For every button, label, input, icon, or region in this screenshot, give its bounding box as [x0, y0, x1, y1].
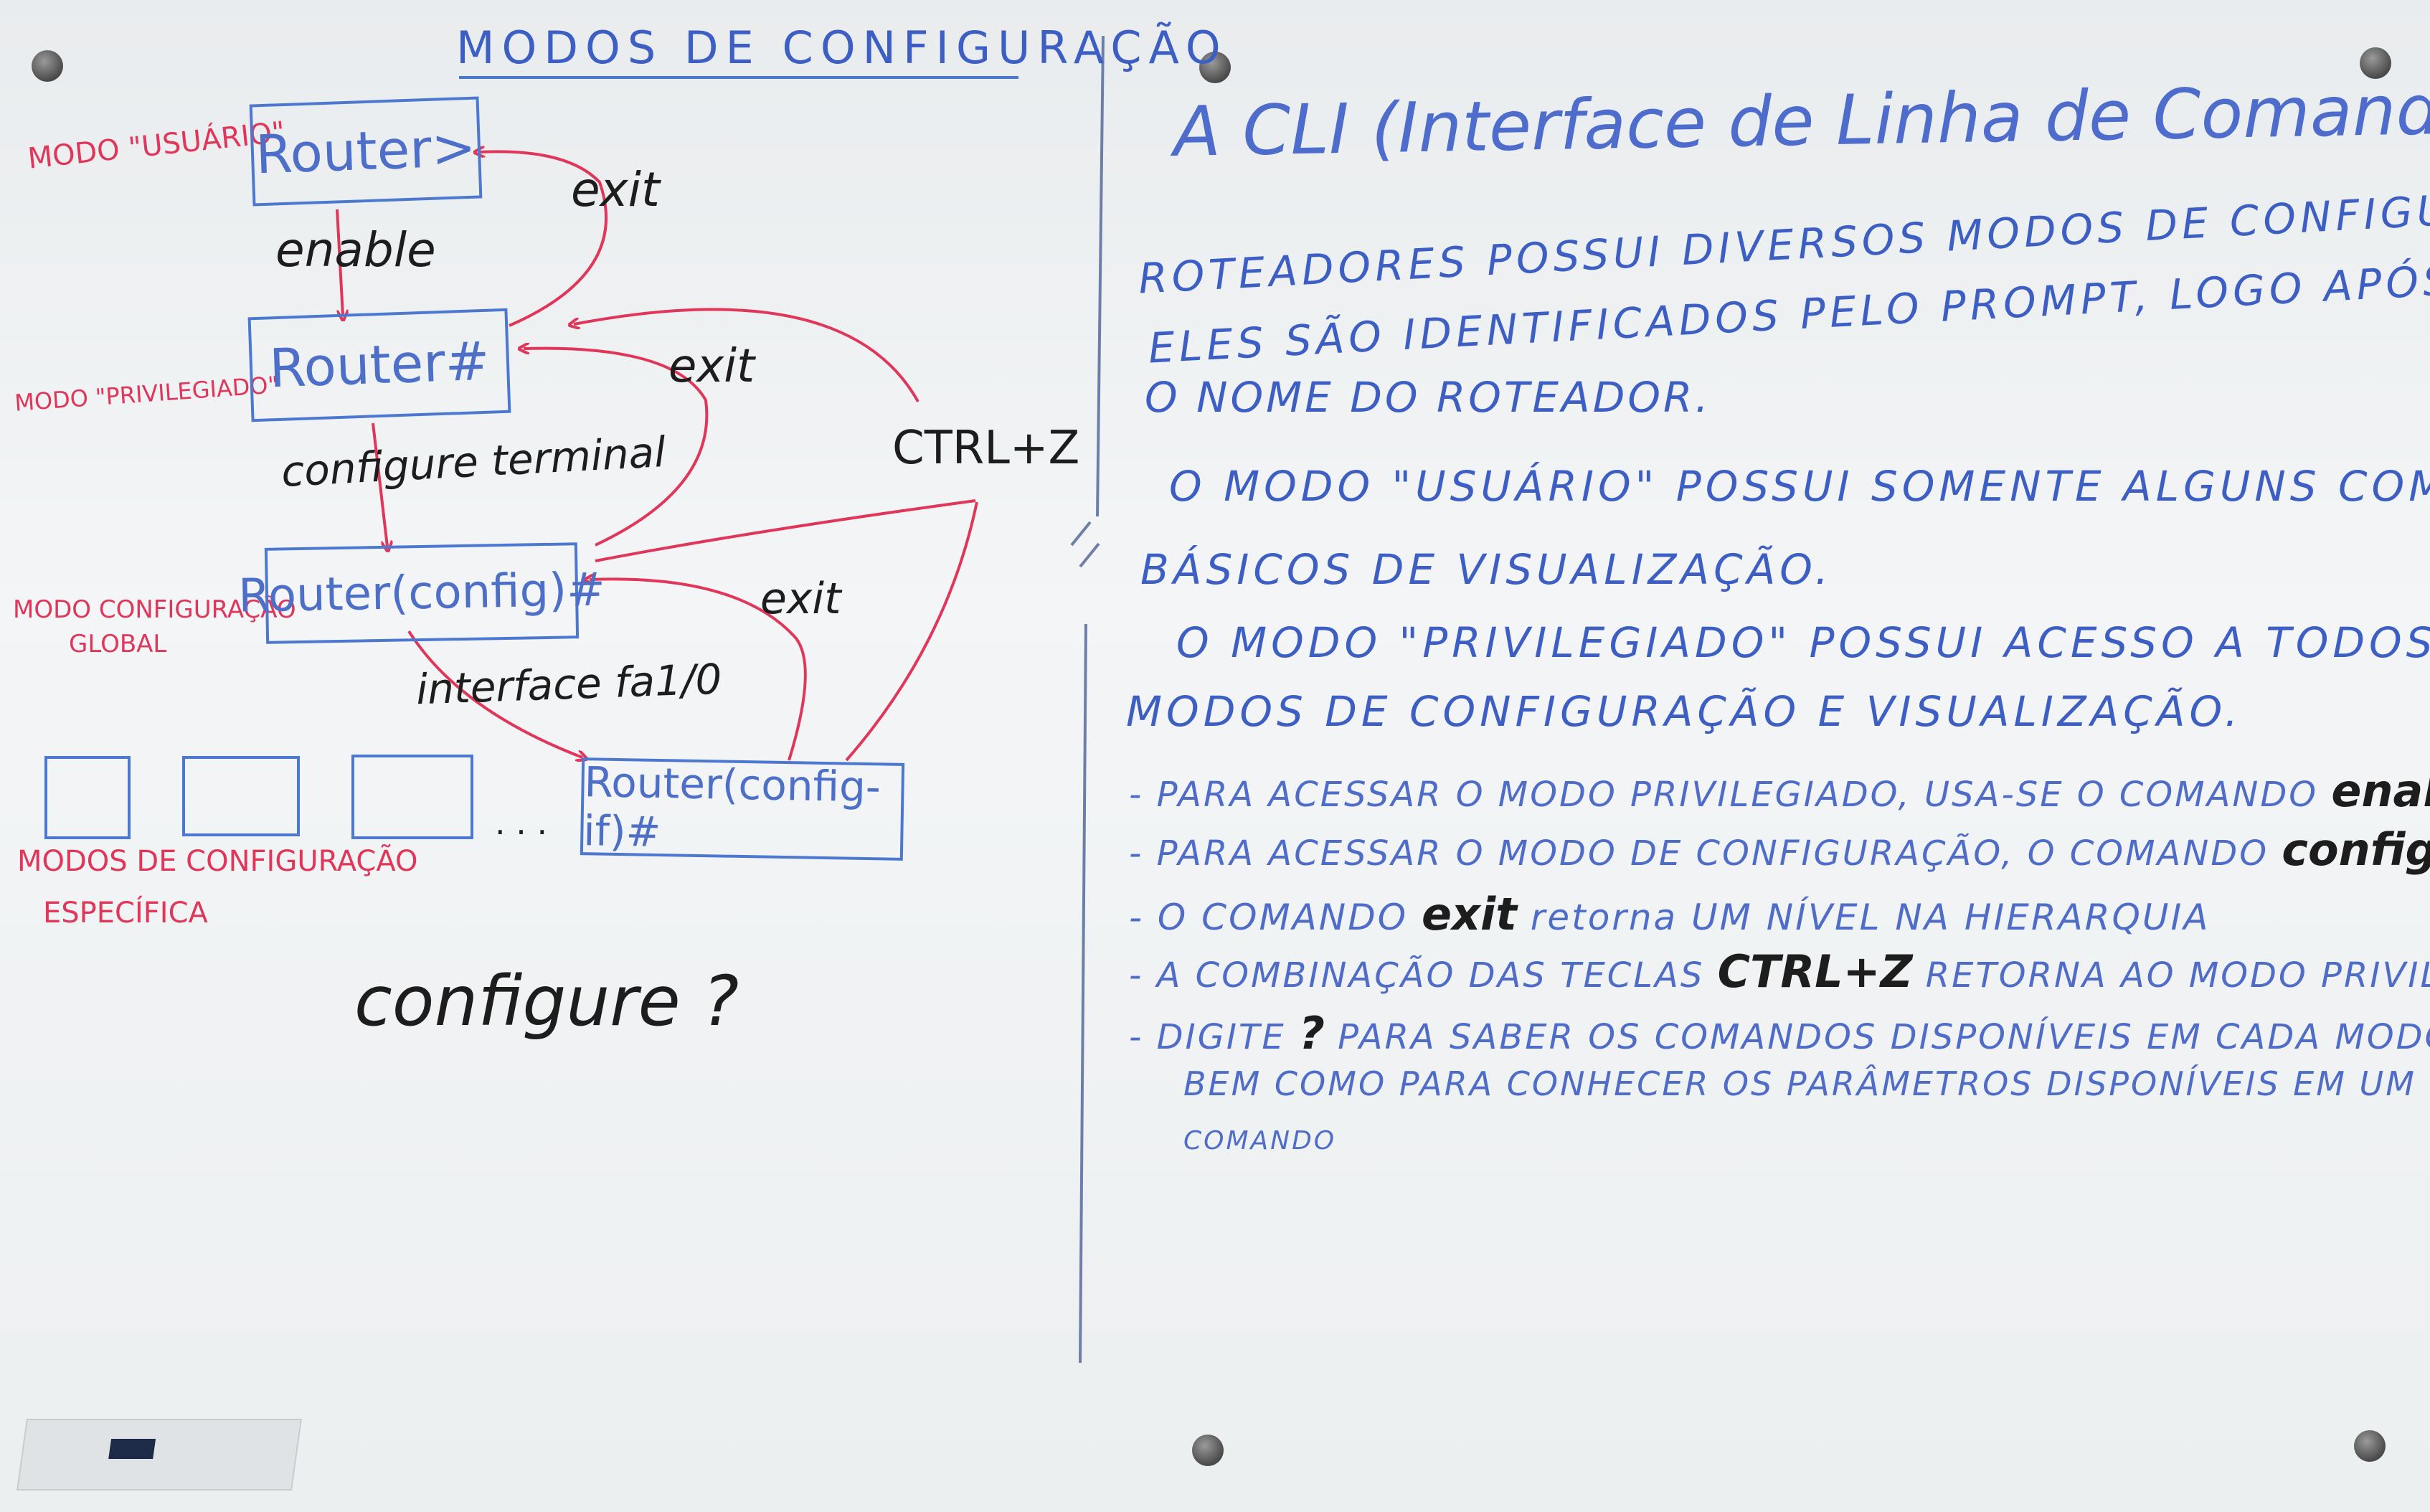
prompt-box-interface: Router(config-if)# — [580, 757, 905, 861]
arrow-exit-3 — [590, 579, 807, 761]
prompt-box-user: Router> — [249, 96, 483, 207]
bullet-5-command: ? — [1298, 1007, 1325, 1059]
label-specific-mode-line1: MODOS DE CONFIGURAÇÃO — [17, 845, 418, 878]
specific-mode-box-2 — [182, 756, 300, 836]
paragraph-3-line-1: O MODO "PRIVILEGIADO" POSSUI ACESSO A TO… — [1176, 618, 2430, 667]
bullet-4-post: RETORNA AO MODO PRIVILEGIADO — [1925, 955, 2430, 996]
magnet-top-left — [32, 50, 63, 82]
bullet-5-continuation-2: COMANDO — [1183, 1126, 1337, 1156]
arrow-exit-2 — [524, 349, 709, 547]
arrow-enable — [336, 209, 343, 316]
arrow-ctrlz-main — [574, 308, 919, 402]
bullet-3-post: retorna UM NÍVEL NA HIERARQUIA — [1516, 897, 2211, 938]
specific-mode-box-3 — [351, 755, 473, 839]
prompt-box-privileged: Router# — [247, 308, 511, 422]
bullet-1-command: enable — [2331, 765, 2430, 817]
magnet-bottom-middle — [1192, 1435, 1224, 1466]
magnet-top-right — [2360, 47, 2391, 79]
bullet-5-continuation-1: BEM COMO PARA CONHECER OS PARÂMETROS DIS… — [1183, 1064, 2416, 1103]
bullet-item-3: - O COMANDO exit retorna UM NÍVEL NA HIE… — [1129, 888, 2210, 940]
label-global-mode-line1: MODO CONFIGURAÇÃO — [13, 595, 296, 624]
specific-mode-box-1 — [44, 756, 131, 839]
bullet-3-command: exit — [1421, 888, 1517, 940]
arrow-configure — [372, 422, 387, 547]
board-divider-lower — [1079, 623, 1087, 1364]
bullet-item-4: - A COMBINAÇÃO DAS TECLAS CTRL+Z RETORNA… — [1129, 945, 2430, 998]
diagram-title: MODOS DE CONFIGURAÇÃO — [456, 22, 1228, 74]
bullet-5-text: - DIGITE — [1129, 1017, 1299, 1057]
arrow-ctrlz-from-if — [845, 501, 978, 762]
paragraph-2-line-2: BÁSICOS DE VISUALIZAÇÃO. — [1140, 545, 1833, 594]
command-exit-2: exit — [668, 340, 755, 393]
command-exit-3: exit — [760, 574, 841, 624]
bullet-2-text: - PARA ACESSAR O MODO DE CONFIGURAÇÃO, O… — [1129, 833, 2282, 874]
help-example: configure ? — [354, 961, 739, 1041]
bullet-4-text: - A COMBINAÇÃO DAS TECLAS — [1129, 955, 1718, 996]
prompt-box-global: Router(config)# — [238, 542, 605, 644]
magnet-top-middle — [1199, 52, 1231, 83]
bullet-item-1: - PARA ACESSAR O MODO PRIVILEGIADO, USA-… — [1129, 765, 2430, 817]
bullet-2-command: configure terminal — [2282, 823, 2430, 876]
arrow-exit-1 — [479, 151, 608, 327]
paragraph-3-line-2: MODOS DE CONFIGURAÇÃO E VISUALIZAÇÃO. — [1126, 687, 2243, 736]
bullet-5-post: PARA SABER OS COMANDOS DISPONÍVEIS EM CA… — [1324, 1017, 2430, 1057]
board-divider — [1096, 35, 1105, 517]
bullet-item-2: - PARA ACESSAR O MODO DE CONFIGURAÇÃO, O… — [1129, 823, 2430, 876]
bullet-3-text: - O COMANDO — [1129, 897, 1422, 938]
command-enable: enable — [275, 222, 436, 278]
bullet-item-5: - DIGITE ? PARA SABER OS COMANDOS DISPON… — [1129, 1007, 2430, 1059]
arrow-ctrlz-from-global — [595, 499, 976, 562]
bullet-1-text: - PARA ACESSAR O MODO PRIVILEGIADO, USA-… — [1129, 775, 2332, 815]
paragraph-1-line-3: O NOME DO ROTEADOR. — [1145, 373, 1711, 422]
label-global-mode-line2: GLOBAL — [69, 630, 167, 658]
label-specific-mode-line2: ESPECÍFICA — [43, 897, 208, 930]
command-ctrl-z: CTRL+Z — [892, 422, 1080, 475]
specific-modes-ellipsis: . . . — [495, 803, 548, 842]
magnet-bottom-right — [2354, 1430, 2386, 1462]
arrow-interface — [407, 630, 582, 757]
divider-marks — [1070, 521, 1100, 568]
command-exit-1: exit — [571, 162, 660, 217]
paragraph-2-line-1: O MODO "USUÁRIO" POSSUI SOMENTE ALGUNS C… — [1169, 462, 2430, 511]
bullet-4-command: CTRL+Z — [1717, 945, 1913, 998]
